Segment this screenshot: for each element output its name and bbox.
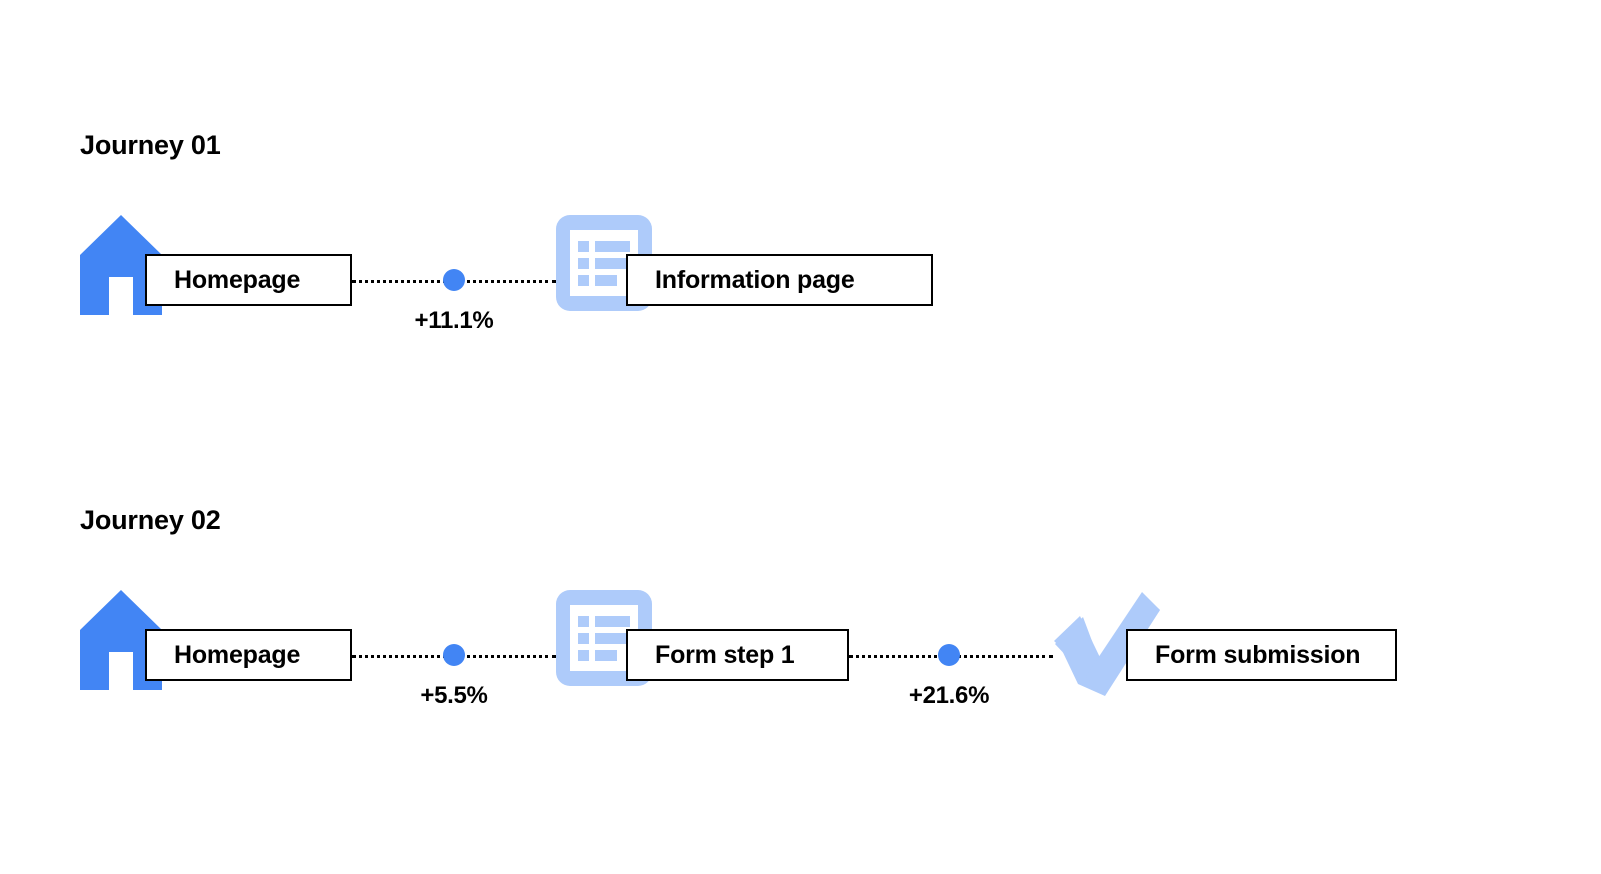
journey-01-step-homepage-box[interactable]: Homepage [145, 254, 352, 306]
journey-01-step-information-page[interactable]: Information page [556, 215, 933, 335]
journey-02-connector-1-value: +5.5% [420, 682, 488, 709]
journey-01-flow: Homepage +11.1% [0, 215, 1601, 345]
house-icon [80, 215, 162, 315]
journey-02-step-form-step-1-box[interactable]: Form step 1 [626, 629, 849, 681]
journey-02-title: Journey 02 [80, 505, 221, 535]
journey-02-step-homepage[interactable]: Homepage [80, 590, 352, 710]
journey-02-connector-1-dot[interactable] [443, 644, 465, 666]
journey-01-step-homepage[interactable]: Homepage [80, 215, 352, 335]
journey-02-connector-2-dot[interactable] [938, 644, 960, 666]
journey-02-step-form-step-1[interactable]: Form step 1 [556, 590, 849, 710]
checkmark-icon [1050, 588, 1160, 698]
journey-02-step-form-submission-label: Form submission [1155, 640, 1361, 669]
house-icon [80, 590, 162, 690]
journey-02-step-form-submission[interactable]: Form submission [1050, 590, 1397, 710]
journey-02-flow: Homepage +5.5% [0, 590, 1601, 720]
journey-01-step-information-page-box[interactable]: Information page [626, 254, 933, 306]
journey-02-step-form-step-1-label: Form step 1 [655, 640, 795, 669]
journey-01-connector-1-value: +11.1% [414, 307, 494, 334]
journey-02-step-homepage-label: Homepage [174, 640, 301, 669]
journey-01-title: Journey 01 [80, 130, 221, 160]
journey-02-connector-2-value: +21.6% [908, 682, 990, 709]
journey-01-step-information-page-label: Information page [655, 265, 855, 294]
journey-02-step-homepage-box[interactable]: Homepage [145, 629, 352, 681]
journey-01-step-homepage-label: Homepage [174, 265, 301, 294]
journey-01-connector-1-dot[interactable] [443, 269, 465, 291]
journey-02-step-form-submission-box[interactable]: Form submission [1126, 629, 1397, 681]
